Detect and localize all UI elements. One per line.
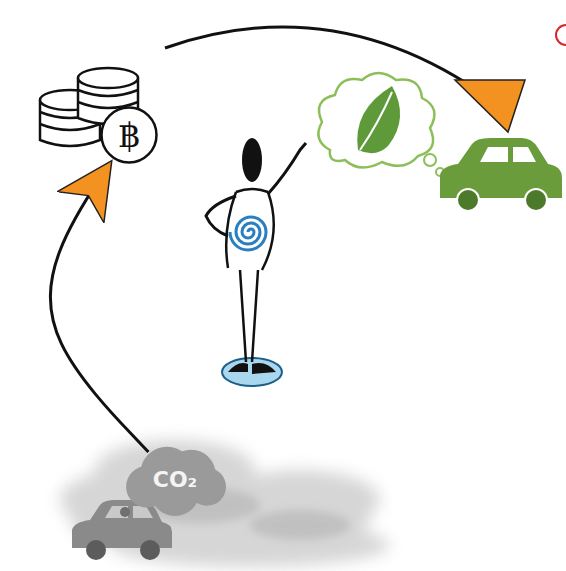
leaf xyxy=(357,86,400,153)
figure-arm xyxy=(268,143,306,194)
coin-label: ฿ xyxy=(118,118,140,152)
car-window xyxy=(133,506,153,518)
figure-shadow xyxy=(222,358,282,386)
car-window xyxy=(480,147,508,162)
exhaust-puff xyxy=(424,154,436,166)
stick-figure xyxy=(206,138,306,386)
figure-legs xyxy=(240,270,258,362)
coin: ฿ xyxy=(100,106,158,164)
figure-torso xyxy=(226,192,274,270)
leaf-cloud xyxy=(318,73,444,176)
figure-head xyxy=(242,138,262,182)
smog-puff xyxy=(250,510,350,540)
figure-feet xyxy=(228,363,276,374)
car-body xyxy=(440,138,562,198)
belly-spiral xyxy=(230,217,266,250)
car-wheel xyxy=(457,189,479,211)
co2-cloud-label: CO₂ xyxy=(153,469,197,491)
cloud-puff xyxy=(150,467,199,516)
car-wheel xyxy=(525,189,547,211)
coin-top xyxy=(78,68,138,88)
figure-shoulders xyxy=(236,189,268,192)
cloud-outline xyxy=(318,73,434,168)
car-window xyxy=(513,147,536,162)
leaf-vein xyxy=(360,92,392,150)
corner-mark xyxy=(556,25,566,45)
cloud-outline xyxy=(126,447,226,516)
coin-edge xyxy=(78,90,138,108)
coin-outline xyxy=(102,108,157,163)
smog xyxy=(60,440,390,567)
arrow-line xyxy=(165,27,480,92)
arrow-head xyxy=(455,80,525,132)
figure-arm xyxy=(206,196,236,236)
polluting-car xyxy=(72,500,172,560)
green-car xyxy=(440,138,562,211)
car-wheel xyxy=(140,540,160,560)
flow-arrow xyxy=(50,164,148,452)
car-driver xyxy=(120,507,130,517)
co2-cloud: CO₂ xyxy=(125,452,225,508)
car-wheel xyxy=(86,540,106,560)
